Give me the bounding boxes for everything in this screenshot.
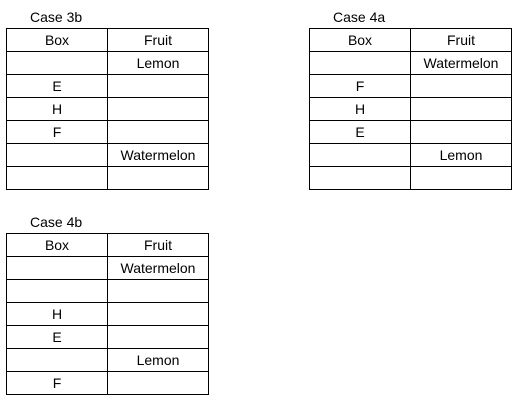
table-row: Lemon	[6, 51, 209, 75]
fruit-cell	[107, 74, 209, 98]
fruit-cell	[410, 97, 512, 121]
fruit-cell: Watermelon	[107, 256, 209, 280]
box-cell	[6, 348, 108, 372]
table-row: E	[6, 325, 209, 349]
fruit-cell	[107, 279, 209, 303]
case-3b-table: Box Fruit Lemon E H F Watermelon	[6, 28, 209, 190]
box-cell	[309, 143, 411, 167]
fruit-cell	[107, 166, 209, 190]
fruit-column-header: Fruit	[410, 28, 512, 52]
table-header-row: Box Fruit	[6, 233, 209, 257]
box-cell: F	[6, 120, 108, 144]
fruit-cell	[410, 120, 512, 144]
table-row	[309, 166, 512, 190]
box-cell: E	[6, 325, 108, 349]
fruit-cell	[410, 74, 512, 98]
box-cell: E	[6, 74, 108, 98]
box-cell	[6, 51, 108, 75]
box-cell	[309, 166, 411, 190]
fruit-cell	[107, 97, 209, 121]
table-row: H	[6, 97, 209, 121]
case-4b-title: Case 4b	[30, 214, 83, 230]
box-cell: H	[309, 97, 411, 121]
box-cell: E	[309, 120, 411, 144]
fruit-cell	[107, 371, 209, 395]
case-4a-title: Case 4a	[333, 9, 386, 25]
table-row: F	[6, 371, 209, 395]
fruit-column-header: Fruit	[107, 28, 209, 52]
case-4b-table: Box Fruit Watermelon H E Lemon F	[6, 233, 209, 395]
table-row: Watermelon	[6, 143, 209, 167]
box-cell	[6, 279, 108, 303]
table-row: E	[309, 120, 512, 144]
table-row: H	[309, 97, 512, 121]
table-row: F	[6, 120, 209, 144]
box-column-header: Box	[6, 28, 108, 52]
box-cell	[6, 256, 108, 280]
box-cell: H	[6, 97, 108, 121]
table-header-row: Box Fruit	[6, 28, 209, 52]
fruit-cell: Watermelon	[107, 143, 209, 167]
fruit-cell: Watermelon	[410, 51, 512, 75]
table-row: Watermelon	[309, 51, 512, 75]
table-row: Watermelon	[6, 256, 209, 280]
table-row	[6, 279, 209, 303]
box-column-header: Box	[309, 28, 411, 52]
table-row: H	[6, 302, 209, 326]
box-column-header: Box	[6, 233, 108, 257]
fruit-cell: Lemon	[410, 143, 512, 167]
box-cell	[6, 143, 108, 167]
box-cell	[309, 51, 411, 75]
table-row: E	[6, 74, 209, 98]
fruit-cell	[107, 302, 209, 326]
table-row	[6, 166, 209, 190]
box-cell: H	[6, 302, 108, 326]
fruit-cell	[107, 325, 209, 349]
case-4a-table: Box Fruit Watermelon F H E Lemon	[309, 28, 512, 190]
table-row: F	[309, 74, 512, 98]
box-cell	[6, 166, 108, 190]
table-row: Lemon	[6, 348, 209, 372]
fruit-cell	[410, 166, 512, 190]
box-cell: F	[309, 74, 411, 98]
fruit-column-header: Fruit	[107, 233, 209, 257]
fruit-cell: Lemon	[107, 51, 209, 75]
table-header-row: Box Fruit	[309, 28, 512, 52]
box-cell: F	[6, 371, 108, 395]
fruit-cell	[107, 120, 209, 144]
case-3b-title: Case 3b	[30, 9, 83, 25]
table-row: Lemon	[309, 143, 512, 167]
fruit-cell: Lemon	[107, 348, 209, 372]
